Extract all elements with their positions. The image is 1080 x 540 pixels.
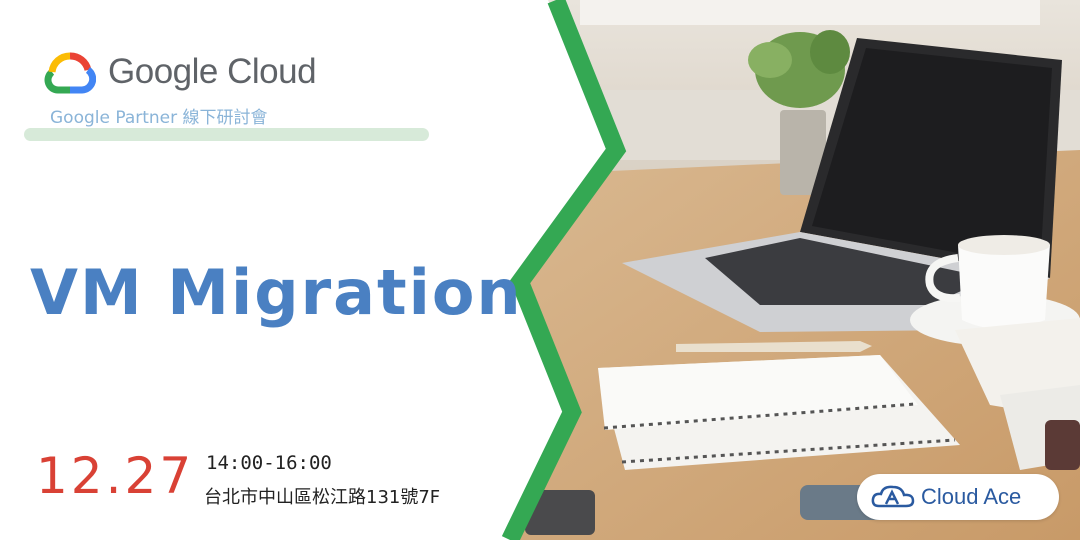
cloud-ace-badge: Cloud Ace [857, 474, 1059, 520]
event-date: 12.27 [36, 447, 195, 505]
google-cloud-icon [44, 52, 96, 94]
event-subtitle: Google Partner 線下研討會 [50, 108, 268, 128]
google-cloud-wordmark: Google Cloud [108, 52, 317, 91]
event-title: VM Migration [30, 256, 523, 329]
accent-bar [24, 128, 429, 141]
cloud-ace-name: Cloud Ace [921, 484, 1022, 509]
cloud-ace-icon [871, 485, 915, 508]
event-address: 台北市中山區松江路131號7F [204, 487, 441, 508]
event-time: 14:00-16:00 [206, 452, 332, 474]
green-zigzag-divider [501, 0, 627, 540]
